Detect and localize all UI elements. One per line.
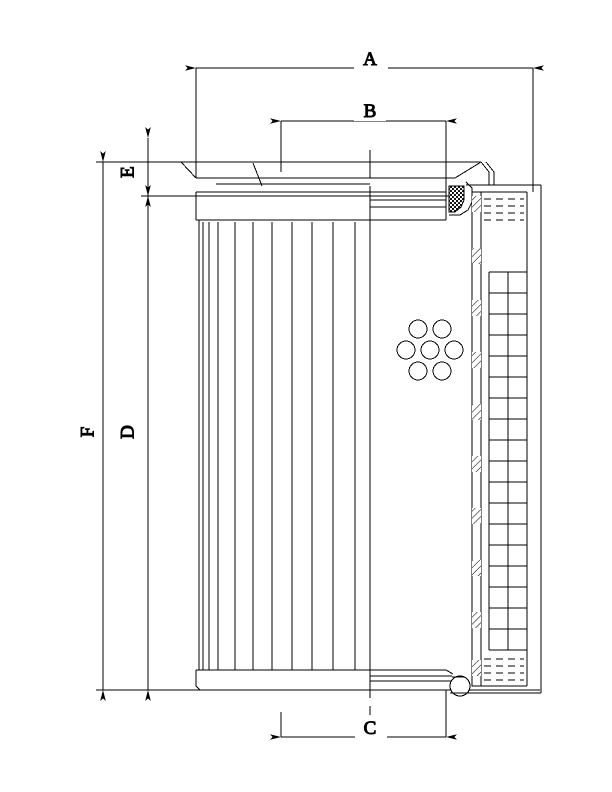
bypass-hole-pattern [396,319,464,381]
dimension-e-label: E [118,166,139,178]
bottom-cap-corner [445,669,454,675]
dimension-f: F [77,151,106,701]
cover-fold-line [252,162,263,187]
bypass-hole-top-right [432,319,452,339]
cover-right-bevel [454,161,482,179]
tube-hatch-10 [472,660,481,676]
dimension-a: A [185,49,544,192]
seal-outline [449,181,473,216]
bypass-hole-bottom-right [432,361,452,381]
top-chamber-hidden-lines [484,198,524,221]
tube-hatch-2 [472,248,481,264]
tube-hatch-9 [472,612,481,628]
o-ring-circle [449,675,471,697]
bottom-cap-left-bevel [195,685,201,691]
dimension-d: D [117,185,151,701]
dimension-d-label-bg [118,414,140,450]
tube-hatch-7 [472,508,481,524]
dimension-c-label-bg [355,716,387,738]
center-tube-rect [471,191,482,687]
dimension-c-label: C [364,718,377,739]
shell-flange-flare [480,161,490,185]
bypass-hole-right [444,340,464,360]
dimension-b-label: B [364,101,377,122]
tube-hatch-4 [472,352,481,368]
bypass-hole-left [396,340,416,360]
top-seal-gasket [448,181,473,216]
center-tube-wall [471,191,482,687]
dimension-f-label: F [78,427,99,438]
bypass-hole-center [420,340,440,360]
bypass-hole-bottom-left [408,361,428,381]
bypass-hole-top-left [408,319,428,339]
tube-hatch-8 [472,560,481,576]
top-end-cap [180,161,482,221]
dimension-b: B [270,101,457,192]
dimension-d-label: D [118,425,139,439]
bottom-o-ring [449,675,472,697]
tube-hatch-6 [472,456,481,472]
dimension-b-label-bg [354,101,386,121]
dimension-c: C [270,690,457,740]
dimension-a-label-bg [354,50,388,70]
bottom-chamber-hidden-lines [484,658,524,681]
dimension-e-label-bg [118,158,140,188]
tube-hatch-5 [472,404,481,420]
filter-media [198,220,371,670]
shell-flange-flare-2 [485,161,495,185]
seal-body [448,185,465,213]
bottom-end-cap [195,669,454,691]
tube-hatch-1 [472,196,481,212]
cover-left-bevel [180,161,197,179]
dimension-f-label-bg [78,415,98,449]
tube-hatch-3 [472,300,481,316]
support-mesh [488,271,528,651]
dimension-e: E [117,127,151,207]
dimension-a-label: A [363,49,377,70]
